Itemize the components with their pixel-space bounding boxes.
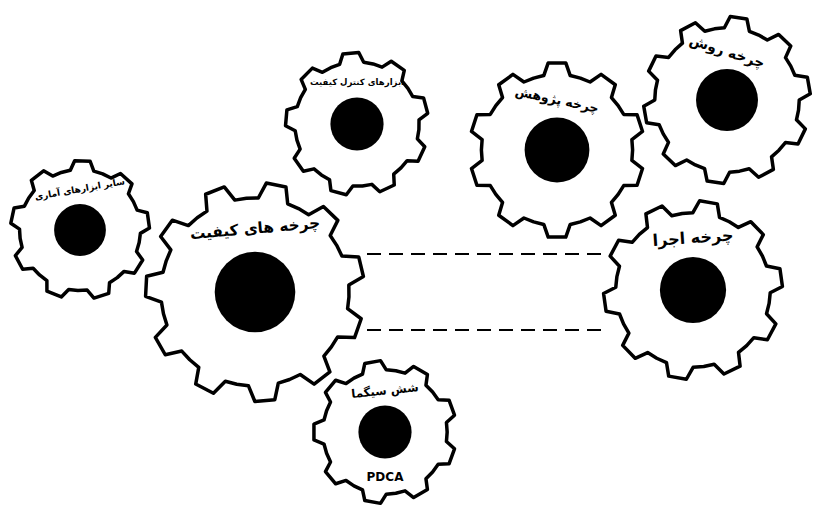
- gear: چرخه های کیفیت: [143, 180, 367, 404]
- gear-outline: [641, 14, 813, 186]
- gear: چرخه روش: [641, 14, 813, 186]
- gear-body: [314, 361, 455, 504]
- gear-outline: [601, 198, 785, 382]
- gear-label: ابزارهای کنترل کیفیت: [310, 79, 404, 88]
- gear-outline: [467, 60, 647, 240]
- gear-hub: [215, 252, 296, 333]
- belt-line: [367, 253, 601, 255]
- gear-outline: [143, 180, 367, 404]
- gear: شش سیگماPDCA: [311, 358, 459, 506]
- gear-outline: [8, 158, 152, 302]
- gear-body: [11, 161, 150, 298]
- gear-body: [644, 17, 811, 184]
- gear: چرخه اجرا: [601, 198, 785, 382]
- gear-hub: [54, 204, 106, 256]
- gear-body: [286, 53, 428, 195]
- gear-hub: [525, 118, 590, 183]
- gear: چرخه پژوهش: [467, 60, 647, 240]
- gear-body: [604, 201, 783, 380]
- gear-hub: [330, 97, 383, 150]
- gear-body: [471, 63, 642, 237]
- gear-hub: [358, 405, 411, 458]
- gear-hub: [696, 69, 758, 131]
- gear-hub: [660, 257, 726, 323]
- gear: سایر ابزارهای آماری: [8, 158, 152, 302]
- belt-line: [367, 329, 601, 331]
- gear-outline: [283, 50, 431, 198]
- gear: ابزارهای کنترل کیفیت: [283, 50, 431, 198]
- gear-body: [146, 183, 364, 401]
- gear-sublabel: PDCA: [367, 471, 404, 484]
